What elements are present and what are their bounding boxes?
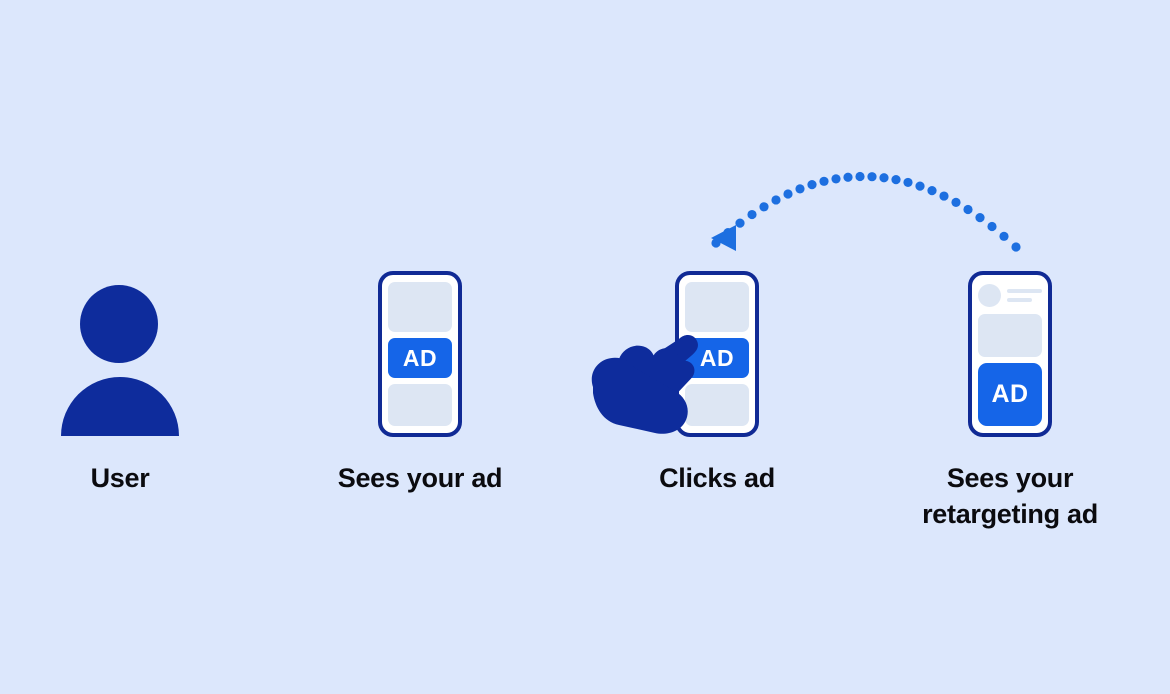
user-avatar-icon — [61, 285, 179, 437]
feed-avatar-placeholder — [978, 283, 1001, 307]
arc-dot — [903, 177, 913, 188]
arc-dot — [759, 202, 769, 212]
content-placeholder-top — [388, 282, 452, 332]
arc-dot — [855, 171, 865, 182]
arc-dot — [1011, 242, 1021, 252]
content-placeholder-top — [685, 282, 749, 332]
feed-post-header — [978, 282, 1042, 308]
arc-dot — [879, 173, 889, 183]
arc-dot — [735, 218, 745, 228]
step-clicks-ad-art: AD — [591, 262, 807, 437]
arrow-head-icon — [711, 225, 736, 251]
arc-dot — [783, 189, 793, 199]
arc-dot — [939, 191, 949, 201]
arc-dot — [795, 184, 805, 194]
content-placeholder-bottom — [388, 384, 452, 427]
arc-dot — [819, 176, 829, 186]
content-placeholder-bottom — [685, 384, 749, 427]
arc-dot — [975, 212, 985, 223]
arc-dot — [843, 172, 853, 182]
feed-text-line — [1007, 288, 1042, 293]
phone-mockup-clicks-ad: AD — [591, 271, 759, 437]
feed-text-line — [1007, 297, 1033, 302]
arc-dot — [951, 197, 961, 207]
ad-badge-large[interactable]: AD — [978, 363, 1042, 426]
arc-dot — [807, 180, 817, 190]
arc-dot — [747, 209, 757, 220]
step-clicks-ad-label: Clicks ad — [659, 463, 775, 493]
step-retargeting-ad-art: AD — [920, 262, 1100, 437]
step-retargeting-ad: AD Sees your retargeting ad — [920, 262, 1100, 532]
arc-dot — [927, 186, 937, 196]
arc-dot — [831, 174, 841, 184]
step-user-art — [30, 262, 210, 437]
user-head-shape — [80, 285, 158, 363]
phone-mockup-retargeting-ad: AD — [968, 271, 1052, 437]
arc-dot — [999, 231, 1009, 241]
arc-dot — [891, 175, 901, 185]
phone-mockup-sees-ad: AD — [378, 271, 462, 437]
step-clicks-ad: AD Clicks ad — [591, 262, 807, 497]
arc-dot — [723, 228, 733, 238]
ad-badge[interactable]: AD — [685, 337, 749, 379]
step-user: User — [30, 262, 210, 497]
arc-dot — [963, 204, 973, 215]
feed-text-lines — [1007, 288, 1042, 302]
arc-dot — [711, 238, 721, 248]
dotted-arc-dots — [711, 171, 1021, 252]
arc-dot — [987, 221, 997, 232]
step-sees-ad-art: AD — [330, 262, 510, 437]
ad-badge[interactable]: AD — [388, 337, 452, 379]
step-sees-ad-label: Sees your ad — [337, 463, 503, 493]
step-retargeting-ad-label: Sees your retargeting ad — [922, 463, 1098, 529]
arc-dot — [915, 181, 925, 191]
step-user-label: User — [90, 463, 150, 493]
arc-dot — [771, 195, 781, 205]
arc-dot — [867, 172, 877, 182]
content-placeholder-media — [978, 314, 1042, 358]
user-body-shape — [61, 377, 179, 436]
step-sees-ad: AD Sees your ad — [330, 262, 510, 497]
